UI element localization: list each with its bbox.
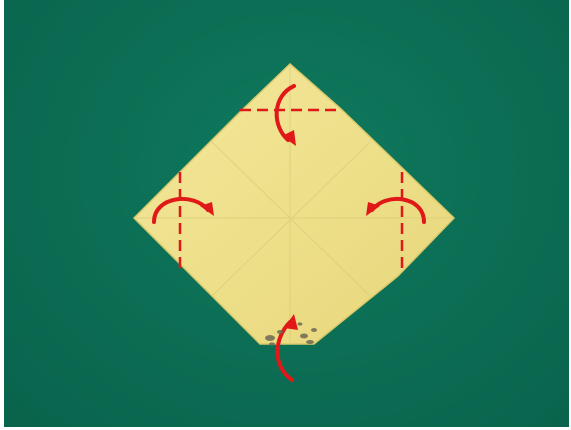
origami-photo (4, 0, 569, 427)
origami-paper (134, 64, 454, 344)
origami-diagram (4, 0, 569, 427)
